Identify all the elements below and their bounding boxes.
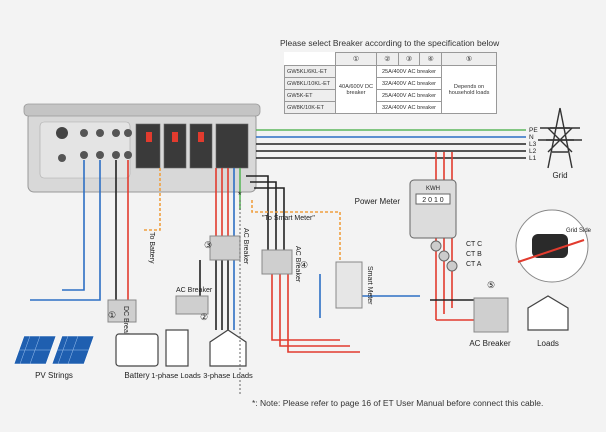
spec-header-5: ⑤ <box>441 52 497 66</box>
pv-strings-label: PV Strings <box>35 371 73 380</box>
dc-breaker-icon <box>107 299 137 323</box>
circle-label-5: ⑤ <box>487 280 495 290</box>
asterisk-mark: * <box>238 190 242 200</box>
loads-1phase-label: 1-phase Loads <box>151 371 201 380</box>
spec-table: ① ② ③ ④ ⑤ GW5KL/6KL-ET 40A/600V DC break… <box>284 52 497 114</box>
smart-meter-label: Smart Meter <box>366 266 373 305</box>
circle-label-2: ② <box>200 312 208 322</box>
spec-model: GW5K-ET <box>284 89 336 102</box>
spec-table-title: Please select Breaker according to the s… <box>280 38 500 48</box>
grid-label: Grid <box>552 171 567 180</box>
battery-label: Battery <box>124 371 149 380</box>
ac-breaker-2-icon <box>175 295 209 315</box>
ct-a-label: CT A <box>466 261 482 268</box>
to-battery-label: To Battery <box>148 232 155 264</box>
inverter <box>23 103 261 193</box>
ac-breaker-5-label: AC Breaker <box>469 339 511 348</box>
spec-header-3: ③ <box>397 52 421 66</box>
ct-icons <box>430 240 458 272</box>
meter-reading: 2 0 1 0 <box>422 197 444 204</box>
grid-bus-lines <box>256 129 526 159</box>
loads-3phase-label: 3-phase Loads <box>203 371 253 380</box>
grid-line-pe: PE <box>529 127 538 134</box>
power-meter-label: Power Meter <box>355 197 401 206</box>
ct-b-label: CT B <box>466 251 482 258</box>
ac-breaker-3-icon <box>209 235 241 261</box>
grid-pylon-icon <box>538 107 582 169</box>
grid-side-label: Grid Side <box>566 228 592 234</box>
ac-breaker-5-icon <box>473 297 509 333</box>
circle-label-3: ③ <box>204 240 212 250</box>
fridge-icon <box>165 329 189 367</box>
smart-meter-icon <box>335 261 363 309</box>
house-3phase-icon <box>209 329 247 367</box>
house-loads-icon <box>527 295 569 331</box>
ac-breaker-4-label: AC Breaker <box>294 246 301 283</box>
spec-model: GW8K/10K-ET <box>284 101 336 114</box>
ac-breaker-3-label: AC Breaker <box>242 228 249 265</box>
note-text: *: Note: Please refer to page 16 of ET U… <box>252 398 544 408</box>
spec-household-loads: Depends on household loads <box>441 65 497 114</box>
ac-breaker-4-icon <box>261 249 293 275</box>
grid-line-n: N <box>529 134 534 141</box>
spec-breaker: 32A/400V AC breaker <box>376 101 442 114</box>
battery-icon <box>115 333 159 367</box>
grid-line-l3: L3 <box>529 141 537 148</box>
circle-label-4: ④ <box>300 260 308 270</box>
loads-label: Loads <box>537 339 559 348</box>
ct-clamp-icon <box>532 234 568 258</box>
pv-panel-icon <box>13 335 95 365</box>
meter-brand: KWH <box>426 186 440 192</box>
spec-model: GW8KL/10KL-ET <box>284 77 336 90</box>
to-smart-meter-label: "To Smart Meter" <box>262 215 315 222</box>
dc-switch-icon <box>56 127 68 139</box>
dc-breaker-label: DC Breaker <box>122 306 129 343</box>
ac-breaker-2-label: AC Breaker <box>176 287 213 294</box>
circle-label-1: ① <box>108 310 116 320</box>
ct-c-label: CT C <box>466 241 482 248</box>
grid-line-l2: L2 <box>529 148 537 155</box>
grid-line-l1: L1 <box>529 155 537 162</box>
